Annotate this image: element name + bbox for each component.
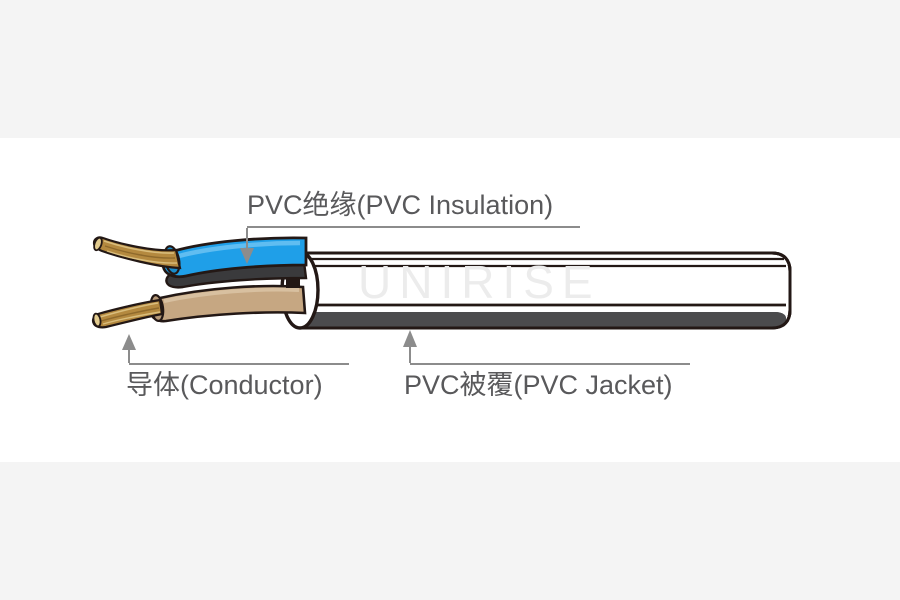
copper-conductor-strands-bottom — [91, 298, 164, 329]
cable-illustration: UNIRISE — [0, 138, 900, 462]
watermark-text: UNIRISE — [358, 256, 601, 308]
conductor-leader — [122, 334, 349, 365]
insulation-leader — [240, 226, 580, 264]
copper-conductor-strands-top — [92, 236, 182, 270]
label-pvc-insulation: PVC绝缘(PVC Insulation) — [247, 190, 554, 220]
label-pvc-jacket: PVC被覆(PVC Jacket) — [404, 370, 673, 400]
jacket-leader — [403, 330, 690, 365]
label-conductor: 导体(Conductor) — [126, 370, 323, 400]
background-band-bottom — [0, 462, 900, 600]
brown-insulated-wire — [148, 284, 307, 323]
background-band-top — [0, 0, 900, 138]
wire-web-connector — [286, 279, 300, 288]
